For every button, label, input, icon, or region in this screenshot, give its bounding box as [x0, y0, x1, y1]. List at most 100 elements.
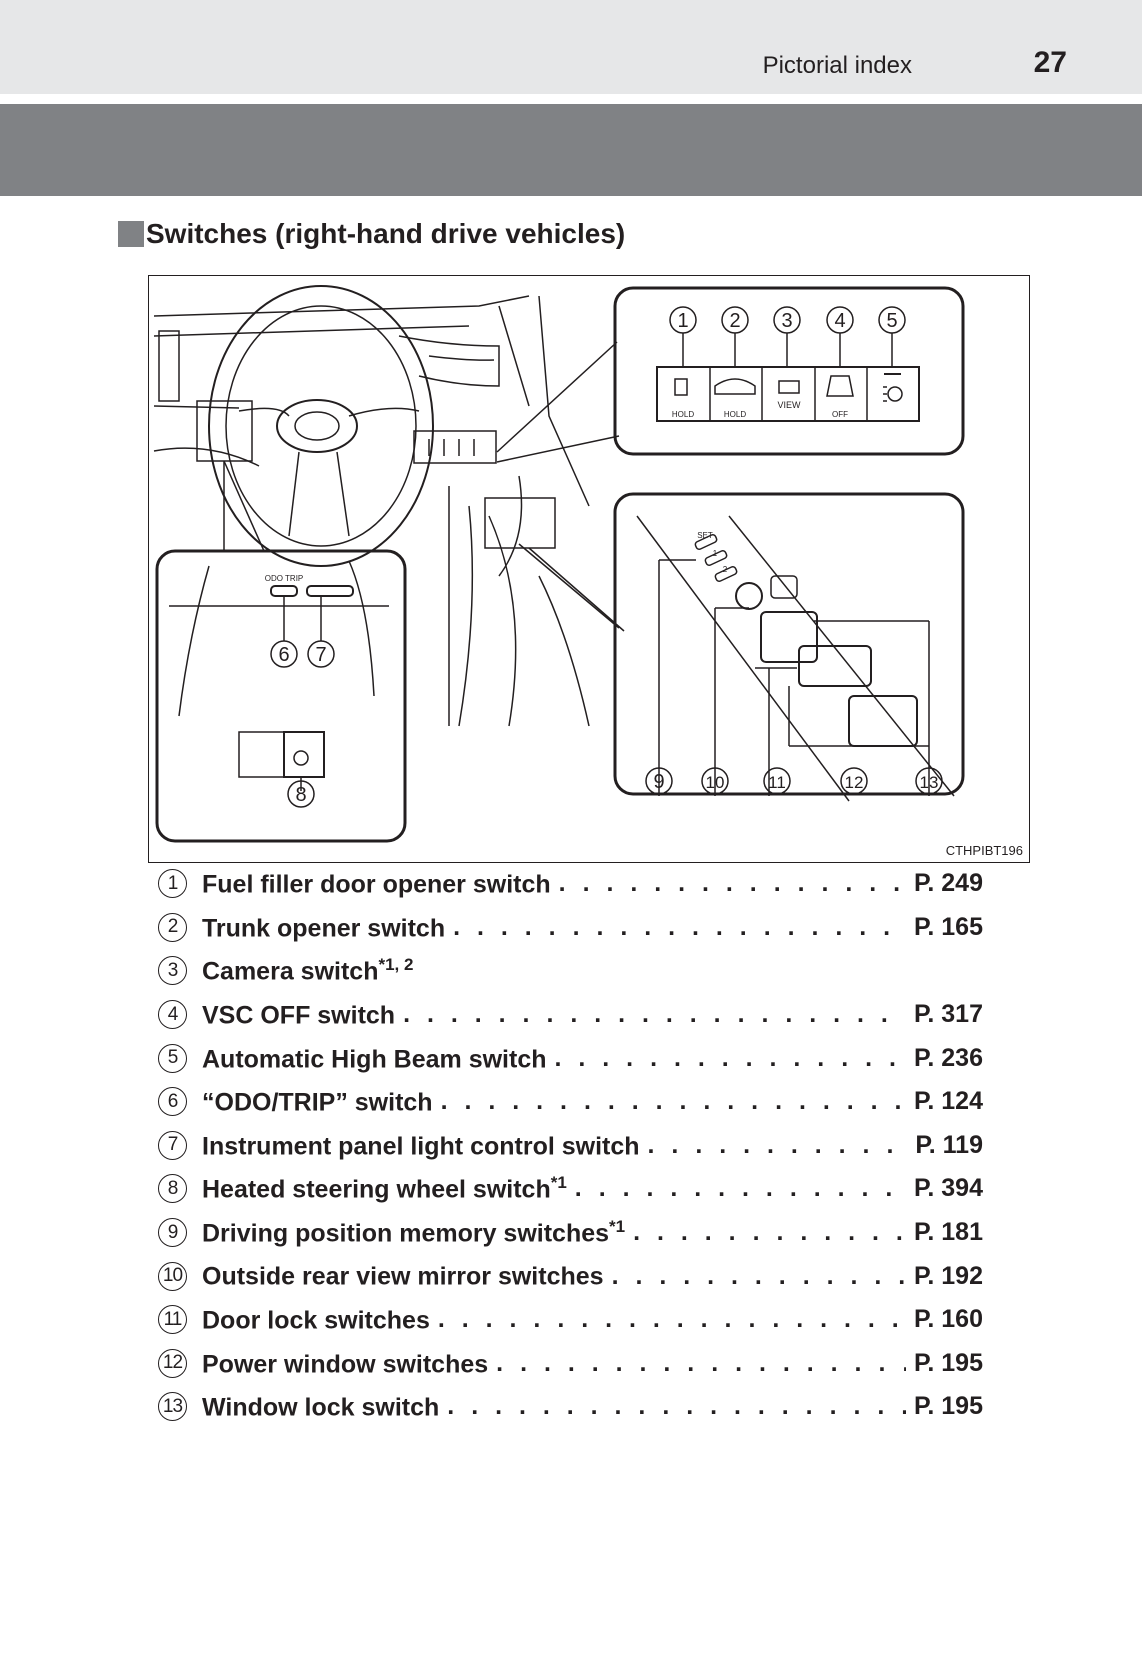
memory-2-label: 2	[723, 565, 728, 574]
vsc-icon	[826, 375, 854, 397]
legend-label: Fuel filler door opener switch	[202, 868, 551, 899]
page-reference[interactable]: P. 160	[913, 1305, 983, 1334]
callout-11: 11	[768, 773, 786, 792]
switches-illustration: 1 2 3 4 5 6 7 8 9 10 11 12 13 HOLD HOLD …	[148, 275, 1030, 863]
legend-item: 3 Camera switch*1, 2	[158, 949, 983, 993]
section-heading-text: Switches (right-hand drive vehicles)	[146, 218, 626, 249]
page-reference[interactable]: P. 124	[913, 1087, 983, 1116]
legend-label-text: Outside rear view mirror switches	[202, 1262, 604, 1291]
legend-label: “ODO/TRIP” switch	[202, 1086, 433, 1117]
vsc-off-label: OFF	[832, 410, 848, 419]
page-reference[interactable]: P. 165	[913, 912, 983, 941]
callout-8: 8	[295, 784, 306, 806]
legend-number: 11	[158, 1305, 187, 1335]
callout-13: 13	[920, 773, 939, 792]
leader-dots: . . . . . . . . . . . . . . . . . . . . …	[403, 1000, 906, 1029]
legend-number: 12	[158, 1348, 187, 1378]
figure-code: CTHPIBT196	[945, 843, 1023, 858]
legend-item: 7 Instrument panel light control switch. …	[158, 1124, 983, 1168]
legend-footnote-ref: *1	[609, 1216, 626, 1236]
page-number: 27	[1033, 46, 1067, 79]
legend-label-text: “ODO/TRIP” switch	[202, 1088, 433, 1117]
legend-number: 9	[158, 1218, 187, 1248]
callout-1: 1	[677, 310, 688, 332]
header-band	[0, 104, 1142, 196]
leader-dots: . . . . . . . . . . . . . . . . . . . . …	[437, 1305, 906, 1334]
legend-label-text: Trunk opener switch	[202, 914, 446, 943]
camera-view-label: VIEW	[777, 400, 801, 410]
legend-label: Camera switch*1, 2	[202, 955, 413, 986]
page-reference[interactable]: P. 195	[913, 1348, 983, 1377]
legend-number: 2	[158, 912, 187, 942]
callout-4: 4	[834, 310, 845, 332]
memory-set-label: SET	[697, 531, 713, 540]
callout-9: 9	[653, 771, 664, 793]
legend-label-text: Door lock switches	[202, 1306, 430, 1335]
legend-item: 1 Fuel filler door opener switch. . . . .…	[158, 862, 983, 906]
legend-label-text: Power window switches	[202, 1349, 489, 1378]
upper-switch-panel-inset	[613, 286, 965, 456]
header-title: Pictorial index	[762, 52, 912, 79]
leader-dots: . . . . . . . . . . . . . . . . . . . . …	[558, 869, 906, 898]
legend-number: 4	[158, 1000, 187, 1030]
legend-label: Automatic High Beam switch	[202, 1043, 547, 1074]
legend-label: Window lock switch	[202, 1391, 439, 1422]
legend-number: 1	[158, 869, 187, 899]
legend-item: 8 Heated steering wheel switch*1 . . . . .…	[158, 1167, 983, 1211]
legend-label-text: Fuel filler door opener switch	[202, 870, 551, 899]
legend-item: 4 VSC OFF switch. . . . . . . . . . . . .…	[158, 993, 983, 1037]
legend-label: Power window switches	[202, 1348, 488, 1379]
trunk-hold-label: HOLD	[724, 410, 746, 419]
legend-label-text: Heated steering wheel switch	[202, 1175, 551, 1204]
callout-12: 12	[845, 773, 864, 792]
legend-number: 3	[158, 956, 187, 986]
door-switch-panel-inset	[613, 492, 965, 802]
leader-dots: . . . . . . . . . . . . . . . . . . . . …	[453, 912, 906, 941]
leader-dots: . . . . . . . . . . . . . . . . . . . . …	[554, 1043, 906, 1072]
callout-6: 6	[278, 644, 289, 666]
page-reference[interactable]: P. 195	[913, 1392, 983, 1421]
legend-footnote-ref: *1	[550, 1173, 567, 1193]
page-reference[interactable]: P. 249	[913, 869, 983, 898]
page-reference[interactable]: P. 236	[913, 1043, 983, 1072]
callout-10: 10	[706, 773, 725, 792]
legend-label-text: Automatic High Beam switch	[202, 1044, 547, 1073]
legend-number: 7	[158, 1130, 187, 1160]
callout-3: 3	[781, 310, 792, 332]
legend-label-text: Window lock switch	[202, 1393, 440, 1422]
heated-steering-icon	[293, 750, 309, 766]
leader-dots: . . . . . . . . . . . . . . . . . . . . …	[647, 1130, 908, 1159]
legend-label-text: Camera switch	[202, 957, 379, 986]
page-reference[interactable]: P. 394	[913, 1174, 983, 1203]
legend-item: 2 Trunk opener switch. . . . . . . . . . …	[158, 906, 983, 950]
legend-footnote-ref: *1, 2	[378, 955, 414, 975]
legend-number: 13	[158, 1392, 187, 1422]
lower-left-switch-inset	[155, 549, 407, 843]
callout-7: 7	[315, 644, 326, 666]
legend-item: 13 Window lock switch. . . . . . . . . . …	[158, 1385, 983, 1429]
legend-label: Trunk opener switch	[202, 912, 445, 943]
legend-number: 10	[158, 1261, 187, 1291]
trunk-icon	[714, 378, 756, 395]
legend-label-text: Instrument panel light control switch	[202, 1132, 640, 1161]
page-reference[interactable]: P. 192	[913, 1261, 983, 1290]
page-reference[interactable]: P. 119	[915, 1130, 983, 1159]
legend-label-text: VSC OFF switch	[202, 1001, 396, 1030]
legend-number: 5	[158, 1043, 187, 1073]
leader-dots: . . . . . . . . . . . . . . . . . . . . …	[574, 1174, 906, 1203]
leader-dots: . . . . . . . . . . . . . . . . . . . . …	[447, 1392, 906, 1421]
legend-number: 8	[158, 1174, 187, 1204]
page-reference[interactable]: P. 181	[913, 1218, 983, 1247]
legend-label-text: Driving position memory switches	[202, 1219, 610, 1248]
legend-label: Instrument panel light control switch	[202, 1130, 640, 1161]
heading-square-icon	[118, 221, 144, 247]
legend-item: 6“ODO/TRIP” switch. . . . . . . . . . . …	[158, 1080, 983, 1124]
camera-icon	[778, 380, 800, 394]
legend-item: 5 Automatic High Beam switch. . . . . . .…	[158, 1036, 983, 1080]
page-reference[interactable]: P. 317	[913, 1000, 983, 1029]
auto-high-beam-icon	[887, 386, 903, 402]
fuel-door-icon	[674, 378, 688, 396]
